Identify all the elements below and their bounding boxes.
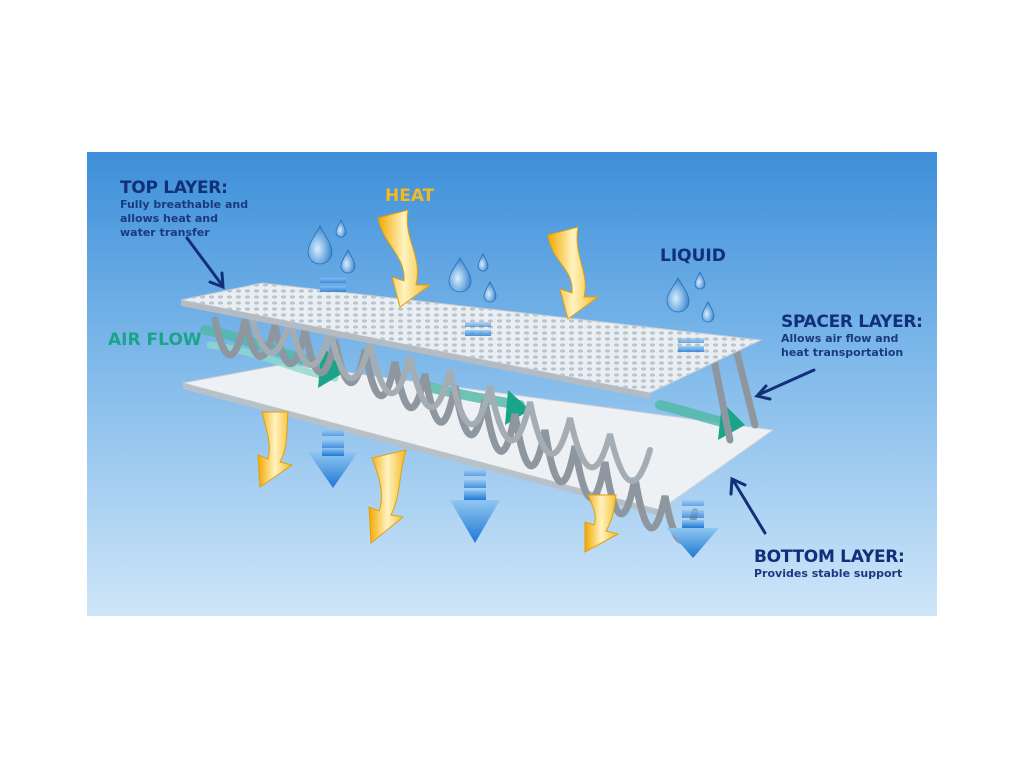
moisture-down-arrows [308, 278, 719, 558]
top-layer-description: Fully breathable and allows heat and wat… [120, 198, 249, 239]
spacer-layer-description: Allows air flow and heat transportation [781, 332, 904, 359]
heat-arrows [257, 209, 620, 553]
air-flow-label: AIR FLOW [108, 330, 202, 350]
top-layer-title: TOP LAYER: [120, 178, 228, 198]
bottom-layer-label: BOTTOM LAYER: Provides stable support [754, 547, 905, 581]
bottom-layer-description: Provides stable support [754, 567, 903, 580]
water-drops [307, 219, 715, 323]
bottom-layer-title: BOTTOM LAYER: [754, 547, 905, 567]
top-layer-label: TOP LAYER: Fully breathable and allows h… [120, 178, 250, 240]
spacer-layer-label: SPACER LAYER: Allows air flow and heat t… [781, 312, 923, 360]
liquid-label: LIQUID [660, 246, 726, 266]
spacer-layer-title: SPACER LAYER: [781, 312, 923, 332]
pointer-arrows [185, 236, 816, 535]
heat-label: HEAT [385, 186, 435, 206]
